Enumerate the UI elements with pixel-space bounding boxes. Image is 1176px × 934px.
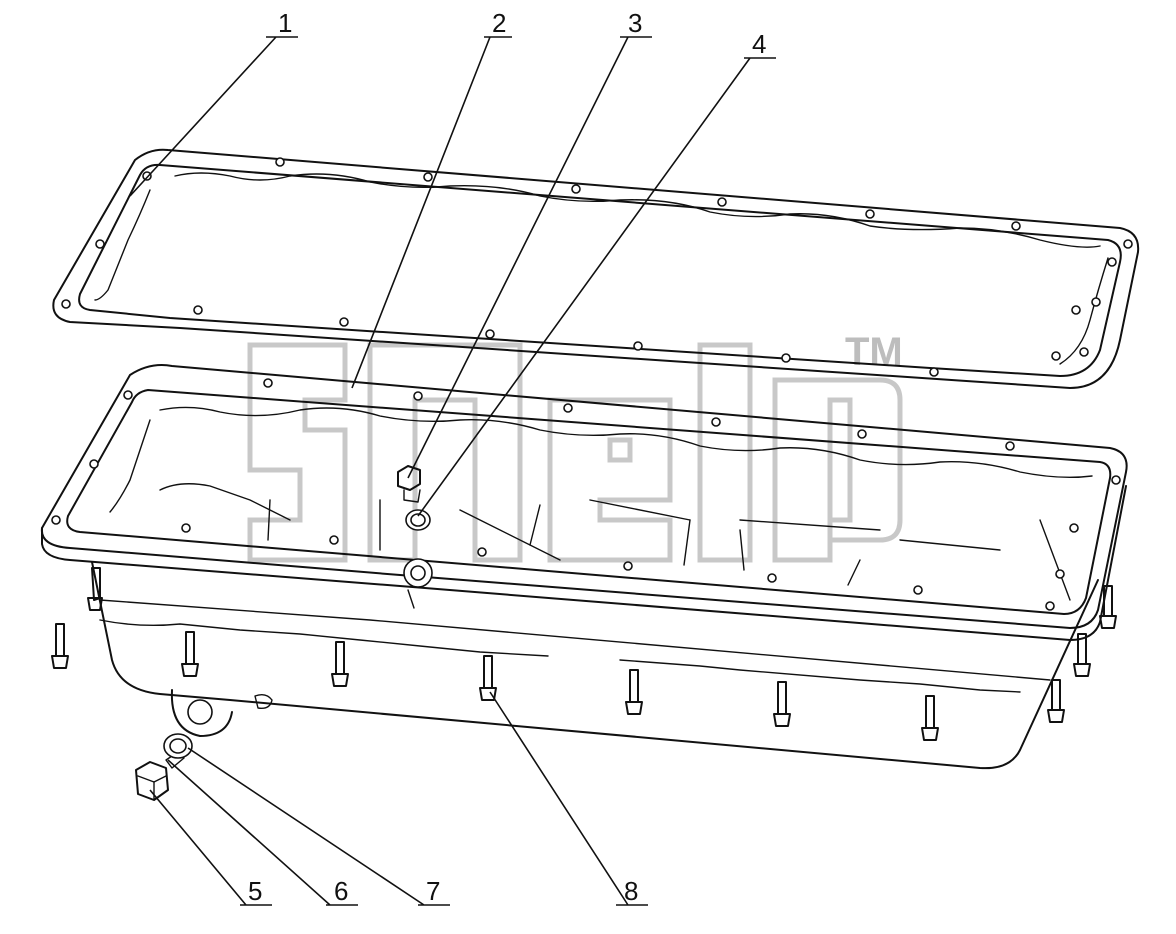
- callout-labels: 1 2 3 4 5 6 7 8: [248, 8, 766, 906]
- watermark-tm: TM: [845, 330, 903, 374]
- leader-2: [351, 36, 512, 389]
- oil-pan: [40, 364, 1128, 770]
- leader-5: [149, 789, 272, 906]
- leader-3: [407, 36, 652, 479]
- bolt: [1073, 633, 1091, 677]
- bolts: [51, 567, 1117, 741]
- callout-8: 8: [624, 876, 638, 906]
- leader-1: [129, 36, 298, 197]
- callout-6: 6: [334, 876, 348, 906]
- plug-washer: [405, 509, 431, 531]
- callout-7: 7: [426, 876, 440, 906]
- drain-plug: [135, 761, 169, 801]
- bolt: [51, 623, 69, 669]
- bolt: [1047, 679, 1065, 723]
- bolt: [625, 669, 643, 715]
- bolt: [87, 567, 103, 611]
- bolt: [773, 681, 791, 727]
- bolt: [921, 695, 939, 741]
- leader-8: [489, 691, 648, 906]
- callout-3: 3: [628, 8, 642, 38]
- watermark-logo: TM: [247, 330, 903, 563]
- gasket: [52, 148, 1140, 389]
- leader-lines: [129, 36, 776, 906]
- leader-6: [167, 759, 358, 906]
- bolt: [181, 631, 199, 677]
- leader-7: [187, 747, 450, 906]
- filler-plug: [397, 465, 421, 503]
- callout-2: 2: [492, 8, 506, 38]
- callout-4: 4: [752, 29, 766, 59]
- bolt: [331, 641, 349, 687]
- drain-washer: [163, 733, 193, 759]
- bolt: [479, 655, 497, 701]
- bolt: [1099, 585, 1117, 629]
- callout-5: 5: [248, 876, 262, 906]
- leader-4: [417, 57, 776, 517]
- callout-1: 1: [278, 8, 292, 38]
